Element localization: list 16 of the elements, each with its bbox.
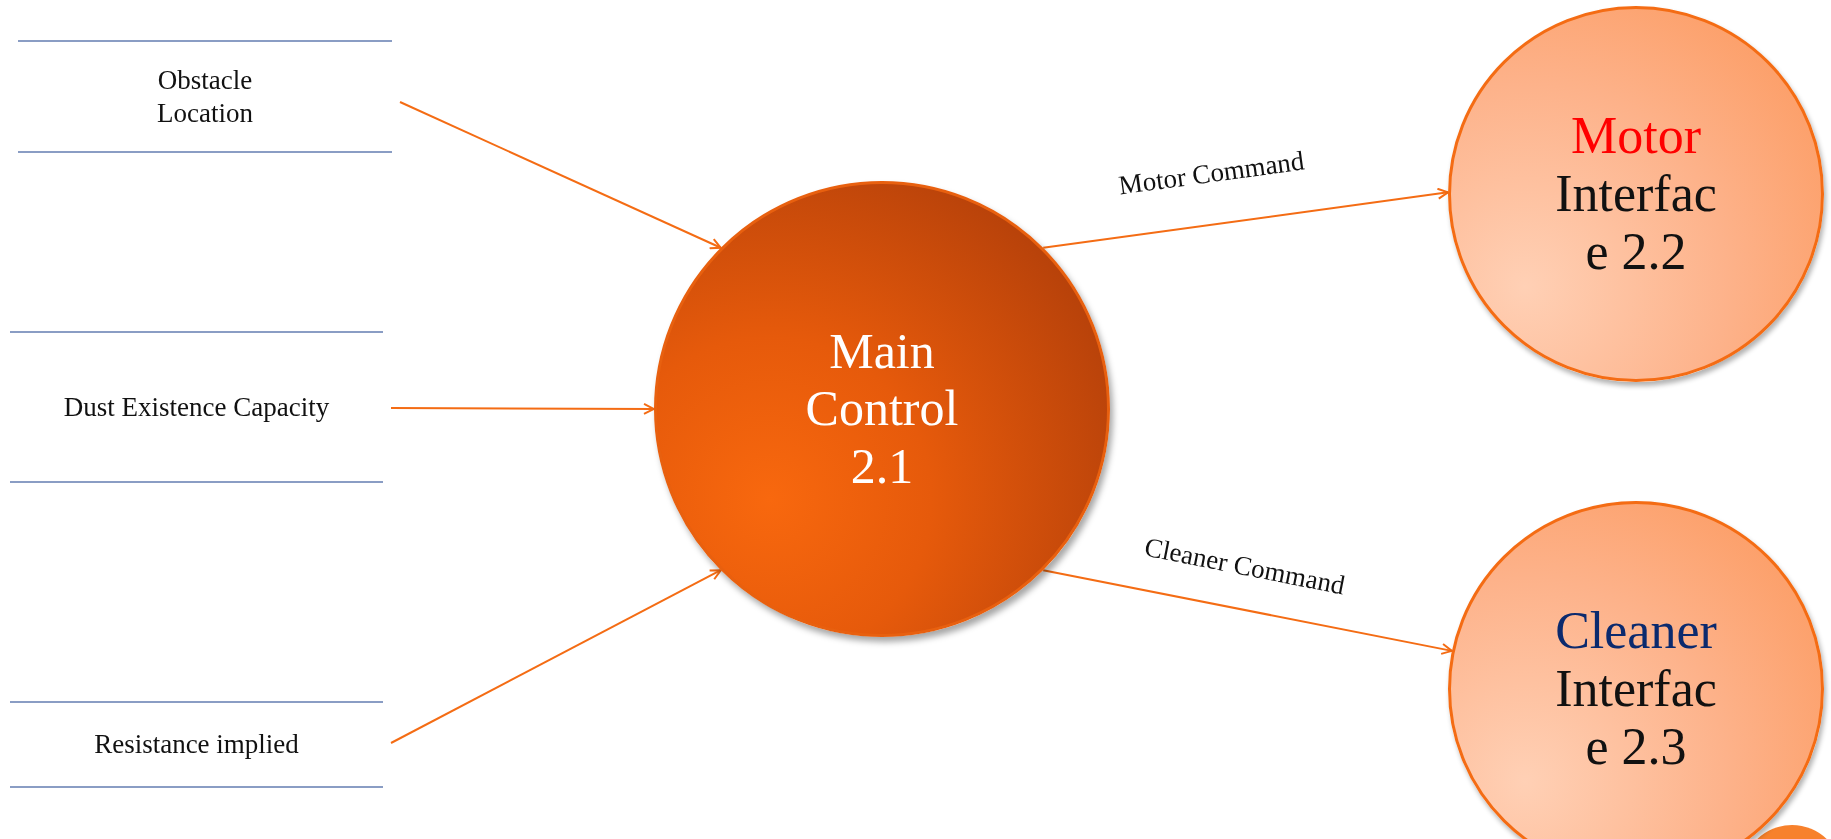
data-store (10, 701, 383, 788)
process-label: Interfac e 2.2 (1554, 164, 1718, 282)
arrow (390, 569, 722, 744)
arrow (399, 101, 722, 250)
arrow (390, 402, 655, 415)
process-title: Motor (1571, 106, 1701, 165)
process-label: Main Control 2.1 (804, 322, 960, 496)
store-label: Obstacle Location (156, 64, 254, 129)
arrow (1042, 569, 1453, 655)
data-store (18, 40, 392, 153)
store-label: Resistance implied (94, 728, 299, 761)
store-label: Dust Existence Capacity (63, 390, 330, 424)
process-label: Interfac e 2.3 (1554, 659, 1718, 777)
process-title: Cleaner (1555, 601, 1717, 660)
arrow (1042, 187, 1449, 249)
data-store (10, 331, 383, 483)
